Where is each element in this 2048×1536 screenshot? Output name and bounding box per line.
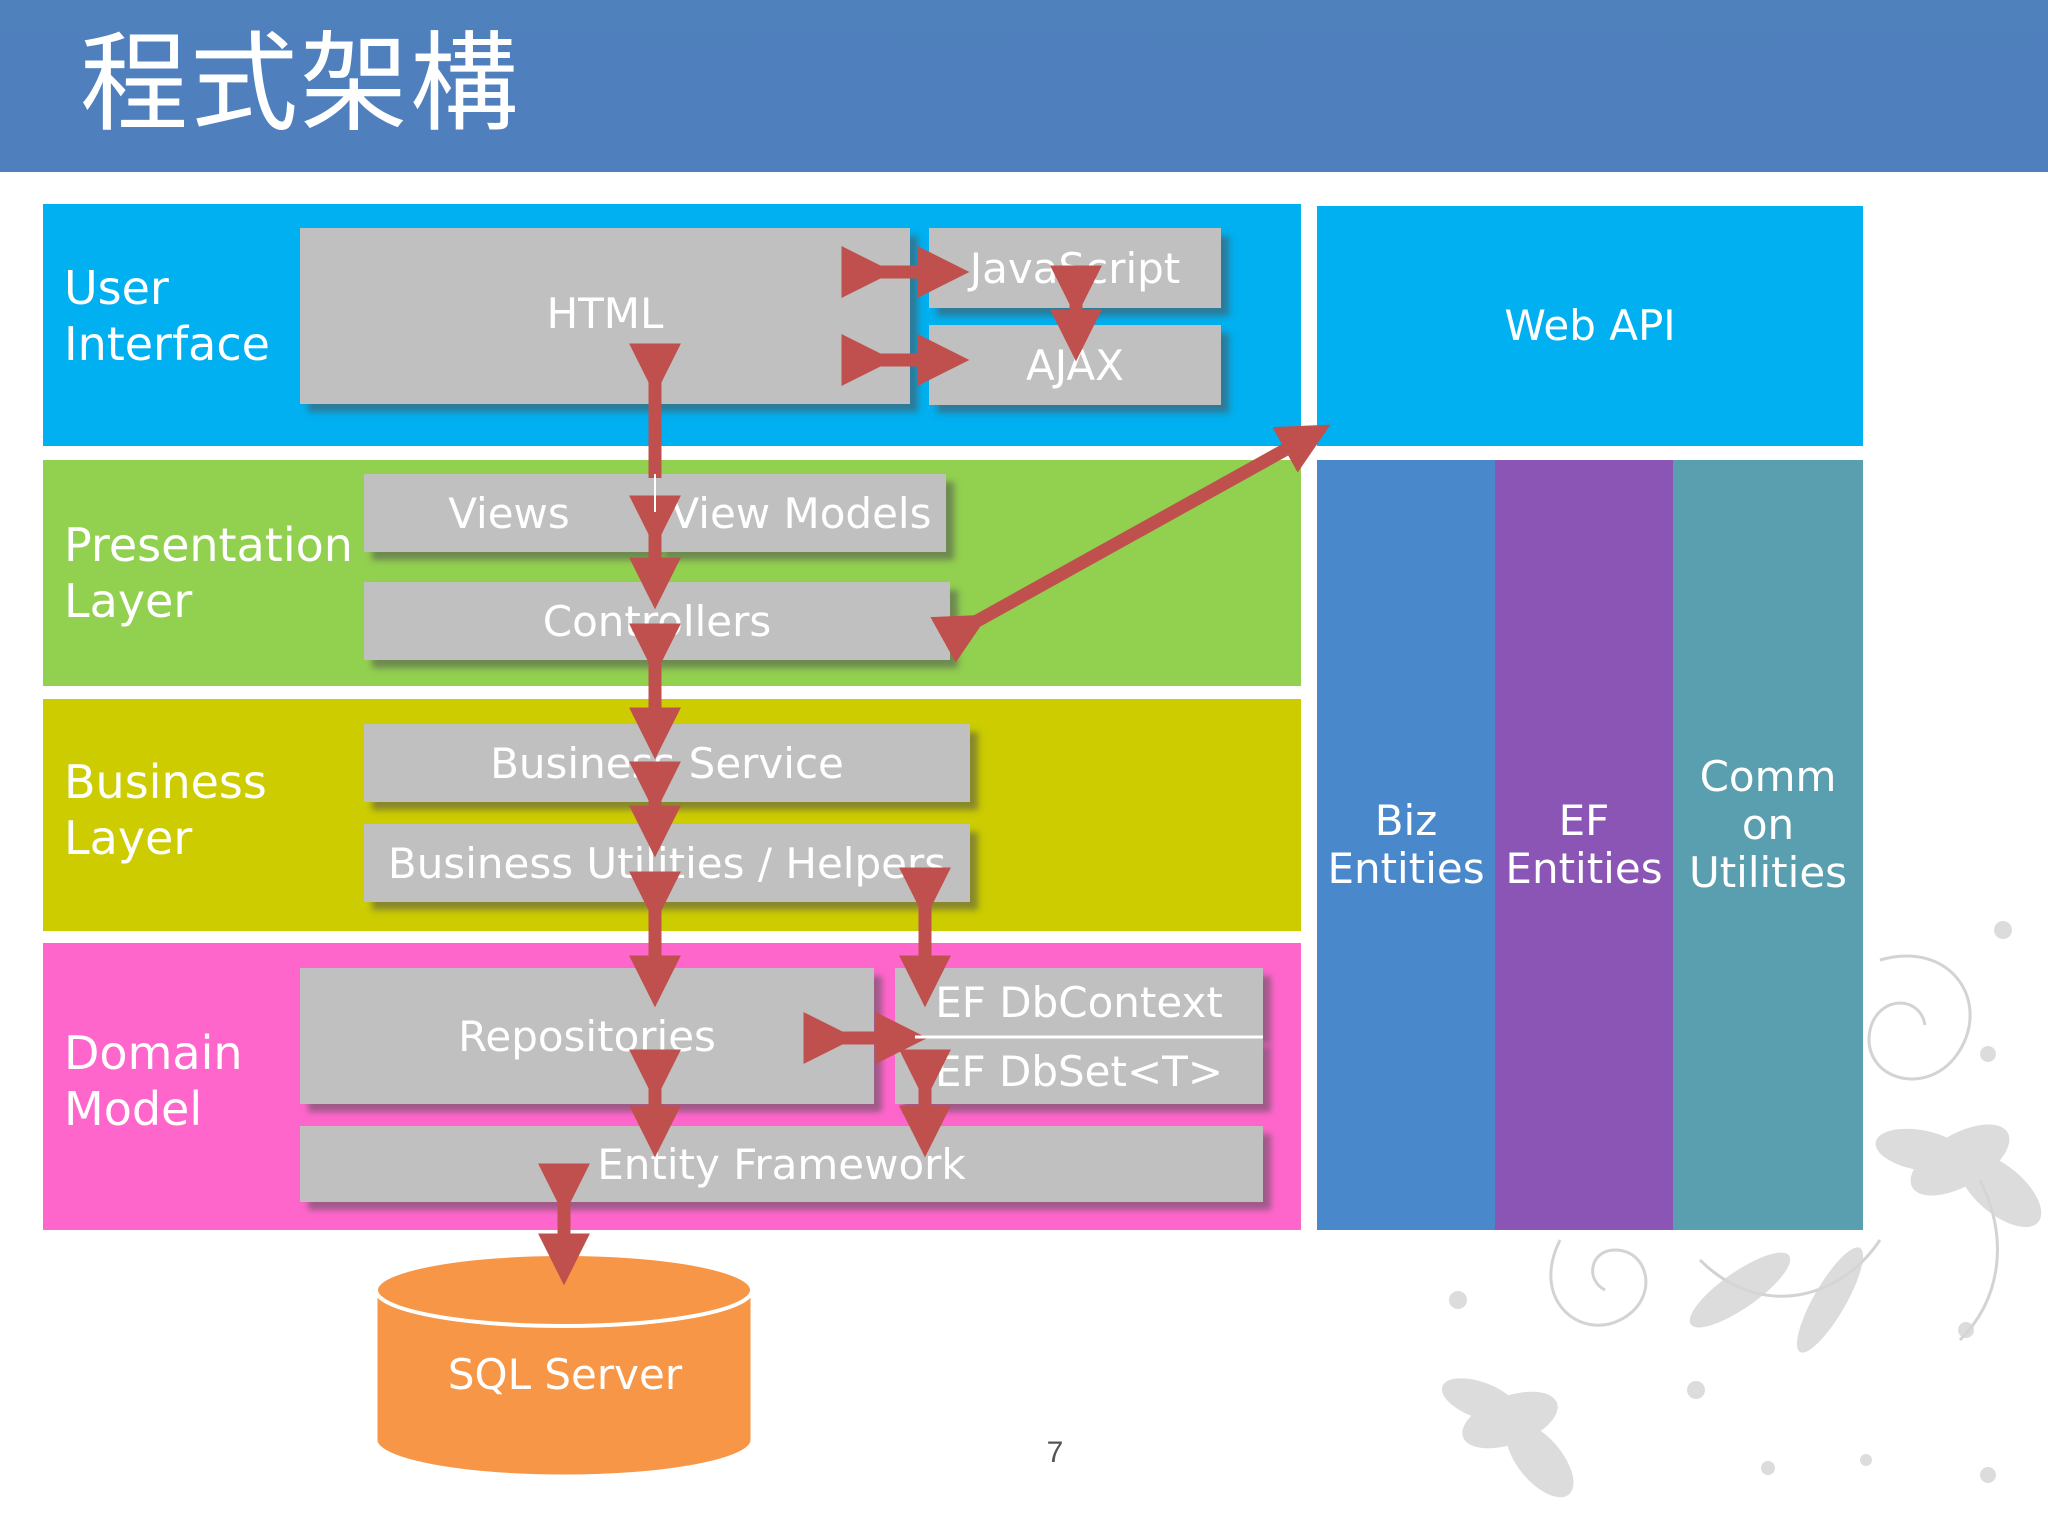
arrow-controllers-webapi [930,424,1331,663]
biz-entities-column: Biz Entities [1317,460,1495,1230]
ef-entities-label: EF Entities [1505,796,1663,893]
common-utilities-label: Comm on Utilities [1688,752,1848,897]
slide-title: 程式架構 [80,22,521,147]
biz-entities-label: Biz Entities [1327,796,1485,893]
business-layer-label: Business Layer [64,755,267,865]
views-box: Views [364,474,654,552]
title-bar: 程式架構 [0,0,2048,172]
ef-dbset-box: EF DbSet<T> [895,1038,1263,1104]
web-api-box: Web API [1317,206,1863,446]
repositories-box: Repositories [300,968,874,1104]
page-number: 7 [1046,1436,1064,1469]
html-label: HTML [546,288,664,338]
ef-dbcontext-box: EF DbContext [895,968,1263,1036]
html-box: HTML [300,228,910,404]
user-interface-label: User Interface [64,261,270,371]
web-api-label: Web API [1504,301,1676,350]
common-utilities-column: Comm on Utilities [1673,460,1863,1230]
sql-server-label: SQL Server [447,1350,683,1399]
entity-framework-box: Entity Framework [300,1126,1263,1202]
domain-model-label: Domain Model [64,1026,243,1136]
ef-dbset-label: EF DbSet<T> [934,1046,1224,1096]
ef-entities-column: EF Entities [1495,460,1673,1230]
ef-dbcontext-label: EF DbContext [935,977,1223,1027]
view-models-label: View Models [670,488,932,538]
presentation-layer-label: Presentation Layer [64,518,353,628]
views-label: Views [448,488,570,538]
view-models-box: View Models [656,474,946,552]
